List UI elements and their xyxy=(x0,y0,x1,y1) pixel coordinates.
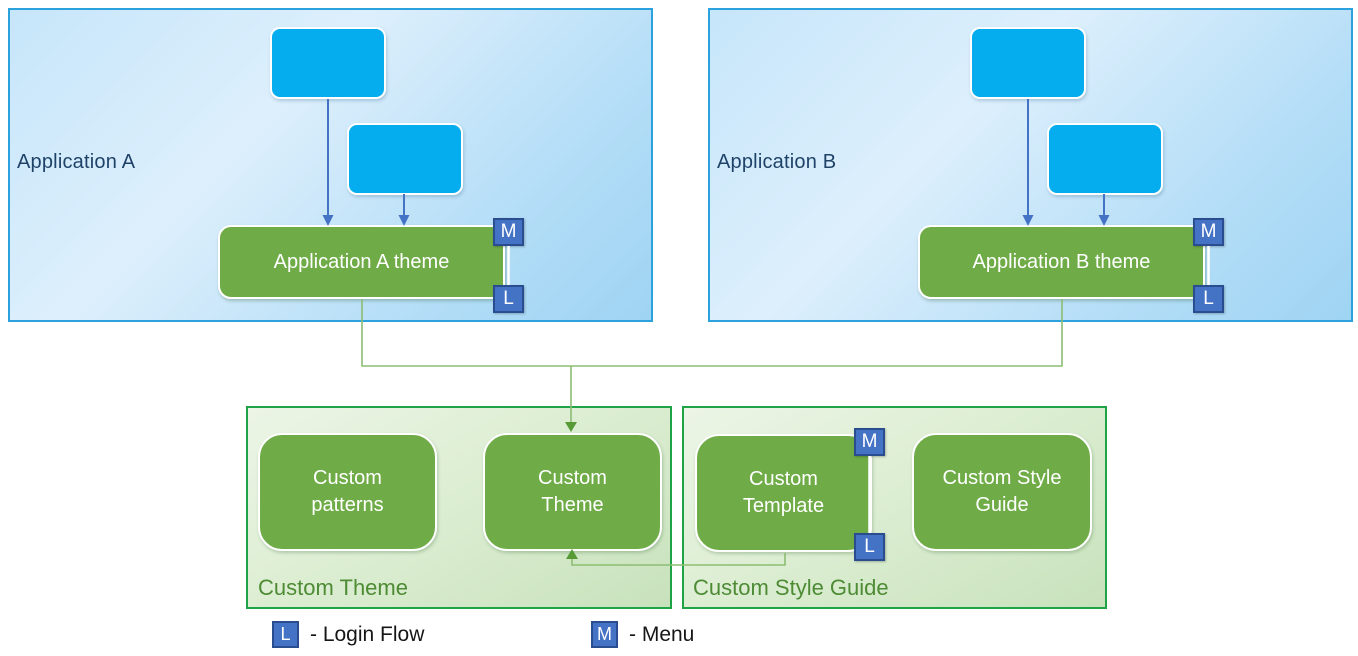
custom-template-node: Custom Template xyxy=(695,434,872,552)
application-a-theme-node: Application A theme xyxy=(218,225,505,299)
panel-label: Application B xyxy=(717,151,837,173)
menu-badge: M xyxy=(854,428,885,456)
screen-placeholder-box xyxy=(270,27,386,99)
node-label: Custom Theme xyxy=(538,467,607,516)
login-badge: L xyxy=(854,533,885,561)
group-label: Custom Theme xyxy=(258,575,408,600)
application-a-panel: Application A Application A theme M L xyxy=(8,8,653,322)
menu-badge: M xyxy=(591,621,618,648)
node-label: Custom patterns xyxy=(311,467,384,516)
panel-label: Application A xyxy=(17,151,136,173)
group-label: Custom Style Guide xyxy=(693,575,889,600)
custom-patterns-node: Custom patterns xyxy=(258,433,437,551)
node-label: Custom Style Guide xyxy=(942,467,1062,516)
theme-node-label: Application A theme xyxy=(273,250,450,273)
menu-badge: M xyxy=(493,218,524,246)
custom-theme-node: Custom Theme xyxy=(483,433,662,551)
custom-theme-group: Custom patterns Custom Theme Custom Them… xyxy=(246,406,672,609)
legend-login-flow: L - Login Flow xyxy=(272,621,424,648)
custom-style-guide-group: Custom Template Custom Style Guide M L C… xyxy=(682,406,1107,609)
screen-placeholder-box xyxy=(1047,123,1163,195)
menu-badge: M xyxy=(1193,218,1224,246)
theme-node-label: Application B theme xyxy=(972,250,1151,273)
screen-placeholder-box xyxy=(347,123,463,195)
login-badge: L xyxy=(272,621,299,648)
custom-style-guide-node: Custom Style Guide xyxy=(912,433,1092,551)
screen-placeholder-box xyxy=(970,27,1086,99)
node-label: Custom Template xyxy=(742,468,825,517)
legend-label: - Menu xyxy=(629,622,695,646)
application-b-theme-node: Application B theme xyxy=(918,225,1205,299)
application-b-panel: Application B Application B theme M L xyxy=(708,8,1353,322)
legend-menu: M - Menu xyxy=(591,621,694,648)
login-badge: L xyxy=(493,285,524,313)
login-badge: L xyxy=(1193,285,1224,313)
legend-label: - Login Flow xyxy=(310,622,425,646)
